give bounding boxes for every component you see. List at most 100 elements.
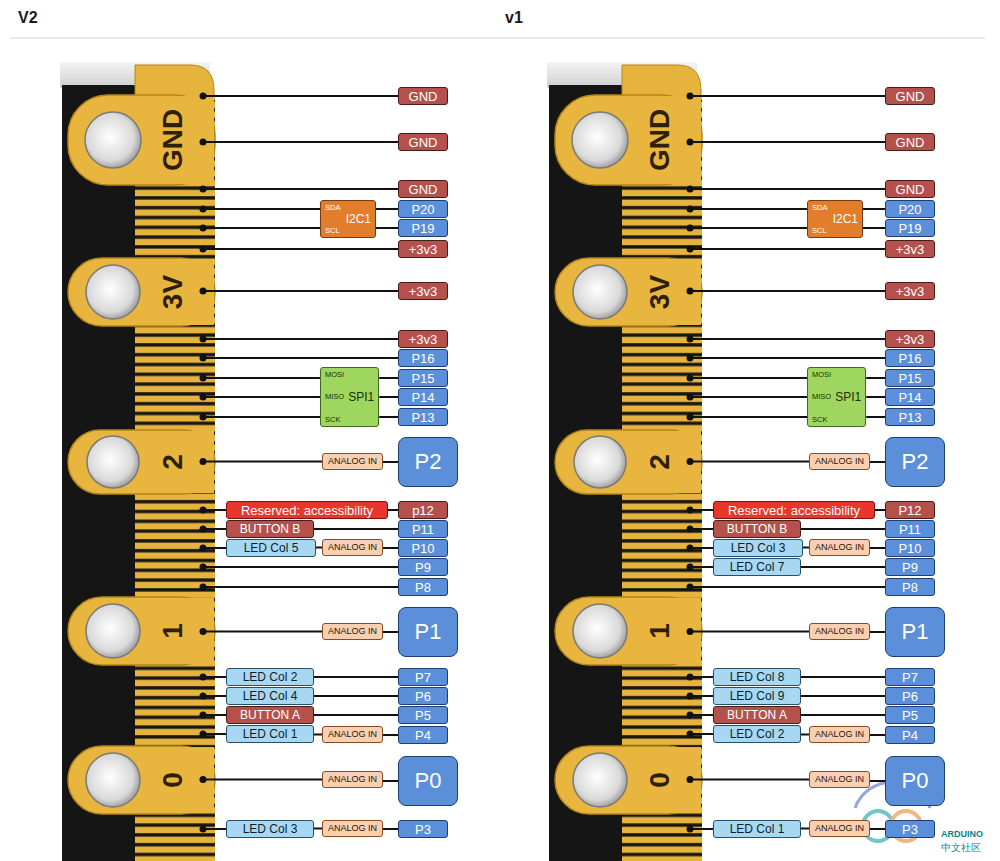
pin-dot <box>200 545 207 552</box>
leader-line <box>690 338 885 340</box>
pin-dot <box>687 628 694 635</box>
pin-label: P0 <box>885 756 945 806</box>
leader-line <box>690 377 807 379</box>
led-column-tag-text: LED Col 3 <box>731 542 786 554</box>
reserved-tag-text: Reserved: accessibility <box>241 504 373 517</box>
pin-label-text: P13 <box>898 411 921 424</box>
pin-label: P1 <box>885 607 945 657</box>
pin-dot <box>687 564 694 571</box>
pin-label-text: P10 <box>411 542 434 555</box>
pin-label: P3 <box>398 820 448 838</box>
pin-connector <box>314 734 322 736</box>
pin-label-text: P4 <box>415 729 431 742</box>
pin-label-text: GND <box>409 136 438 149</box>
leader-line <box>203 290 398 292</box>
pin-label-text: +3v3 <box>896 243 925 256</box>
led-column-tag-text: LED Col 1 <box>243 728 298 740</box>
analog-in-tag-text: ANALOG IN <box>815 543 864 552</box>
leader-line <box>690 631 809 633</box>
pin-label-text: P13 <box>411 411 434 424</box>
leader-line <box>690 208 807 210</box>
pin-connector <box>314 828 322 830</box>
pin-label: P7 <box>398 668 448 686</box>
signal-name: SCL <box>325 227 340 235</box>
pad-label: 0 <box>646 772 674 788</box>
analog-in-tag: ANALOG IN <box>809 453 870 470</box>
pin-label: GND <box>885 133 935 151</box>
leader-line <box>690 416 807 418</box>
button-tag-text: BUTTON B <box>240 523 300 535</box>
pin-dot <box>200 458 207 465</box>
pin-dot <box>200 375 207 382</box>
pin-connector <box>383 828 398 830</box>
pin-dot <box>200 526 207 533</box>
leader-line <box>690 141 885 143</box>
pin-dot <box>200 776 207 783</box>
pin-dot <box>687 414 694 421</box>
pin-connector <box>383 631 398 633</box>
leader-line <box>203 779 322 781</box>
pin-label-text: P20 <box>411 203 434 216</box>
pin-label-text: GND <box>409 183 438 196</box>
signal-name: SCL <box>812 227 827 235</box>
pin-dot <box>200 826 207 833</box>
pin-label-text: P9 <box>415 561 431 574</box>
pin-dot <box>687 731 694 738</box>
pin-label-text: +3v3 <box>409 285 438 298</box>
signal-column: SDASCL <box>325 201 340 237</box>
pin-label-text: P16 <box>898 352 921 365</box>
pin-dot <box>687 225 694 232</box>
pin-connector <box>870 780 885 782</box>
pin-label: GND <box>885 180 935 198</box>
pin-dot <box>687 206 694 213</box>
pin-label: P7 <box>885 668 935 686</box>
pin-label-text: P15 <box>411 372 434 385</box>
pin-connector <box>383 547 398 549</box>
pin-dot <box>687 458 694 465</box>
pin-dot <box>687 526 694 533</box>
pin-label-text: P7 <box>415 671 431 684</box>
button-tag-text: BUTTON A <box>240 709 300 721</box>
pin-label: P13 <box>885 408 935 426</box>
pin-label-text: P8 <box>415 581 431 594</box>
pin-label: P10 <box>398 539 448 557</box>
pin-label: P8 <box>885 578 935 596</box>
pin-label: +3v3 <box>885 240 935 258</box>
pad-label: 0 <box>159 772 187 788</box>
pad-label: 1 <box>159 623 187 639</box>
bus-name: SPI1 <box>348 391 374 403</box>
pin-dot <box>200 564 207 571</box>
pin-label: P10 <box>885 539 935 557</box>
pin-label-text: P0 <box>415 770 442 792</box>
pin-label: GND <box>398 87 448 105</box>
pin-label: P0 <box>398 756 458 806</box>
leader-line <box>690 290 885 292</box>
pin-label: P16 <box>398 349 448 367</box>
bus-name: SPI1 <box>835 391 861 403</box>
pin-label: GND <box>398 180 448 198</box>
button-tag-text: BUTTON A <box>727 709 787 721</box>
pin-label: P1 <box>398 607 458 657</box>
leader-line <box>690 248 885 250</box>
pin-connector <box>388 509 398 511</box>
pin-connector <box>379 416 398 418</box>
pin-label-text: P12 <box>898 504 921 517</box>
pad-label: 3V <box>159 275 187 309</box>
pin-label: P16 <box>885 349 935 367</box>
pin-dot <box>200 731 207 738</box>
pin-label: P20 <box>398 200 448 218</box>
button-tag: BUTTON A <box>713 706 801 724</box>
pin-dot <box>687 336 694 343</box>
reserved-tag: Reserved: accessibility <box>226 501 388 519</box>
analog-in-tag-text: ANALOG IN <box>815 775 864 784</box>
pin-label: P15 <box>398 369 448 387</box>
pin-dot <box>200 225 207 232</box>
pin-dot <box>687 375 694 382</box>
pin-label: p12 <box>398 501 448 519</box>
pin-label: P12 <box>885 501 935 519</box>
pin-label: P14 <box>885 388 935 406</box>
pin-label: P2 <box>398 437 458 487</box>
pin-label: P6 <box>885 687 935 705</box>
analog-in-tag: ANALOG IN <box>809 623 870 640</box>
pin-label: P20 <box>885 200 935 218</box>
